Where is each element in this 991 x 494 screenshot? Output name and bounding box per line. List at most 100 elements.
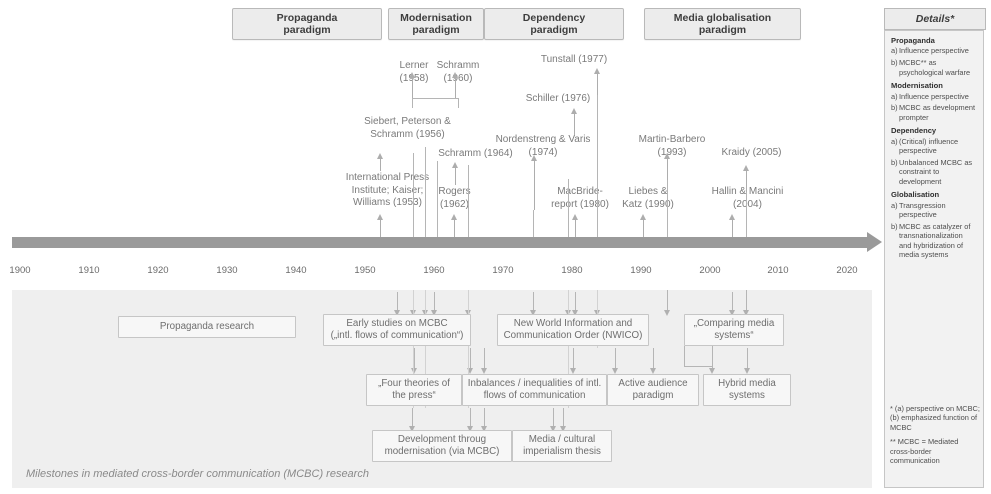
year-label-1920: 1920 (147, 265, 169, 276)
details-panel-header: Details* (884, 8, 986, 30)
elbow-segment-0 (684, 346, 685, 366)
details-section-title-1: Modernisation (891, 81, 943, 91)
node-arrow-16 (612, 348, 618, 374)
up-arrow-2 (572, 214, 578, 237)
node-arrow-10 (729, 292, 735, 316)
node-arrow-0 (394, 292, 400, 316)
details-item-key: b) (891, 58, 898, 68)
details-item-text: MCBC as catalyzer of transnationalizatio… (899, 221, 971, 260)
year-label-1930: 1930 (216, 265, 238, 276)
connector-line-3 (468, 165, 469, 237)
node-arrow-19 (709, 348, 715, 374)
node-label: Inbalances / inequalities of intl.flows … (467, 378, 602, 401)
year-label-2020: 2020 (836, 265, 858, 276)
connector-line-7 (667, 179, 668, 237)
connector-line-2 (437, 161, 438, 237)
connector-line-8 (746, 179, 747, 237)
node-arrow-14 (481, 348, 487, 374)
details-item-text: Influence perspective (899, 46, 969, 56)
milestone-label-10: Liebes &Katz (1990) (622, 186, 674, 210)
up-arrow-1 (451, 214, 457, 237)
details-item-key: a) (891, 46, 898, 56)
timeline-axis (12, 232, 882, 252)
milestone-label-1: Siebert, Peterson &Schramm (1956) (364, 116, 451, 140)
node-arrow-12 (411, 348, 417, 374)
details-section-title-2: Dependency (891, 126, 937, 136)
node-arrow-13 (467, 348, 473, 374)
connector-line-0 (413, 153, 414, 237)
details-item-key: a) (891, 136, 898, 146)
panel-caption: Milestones in mediated cross-border comm… (26, 468, 369, 480)
connector-line-6 (597, 95, 598, 237)
details-item-text: Transgression perspective (899, 200, 946, 219)
node-arrow-11 (743, 290, 749, 316)
node-arrow-1 (431, 292, 437, 316)
year-label-1960: 1960 (423, 265, 445, 276)
details-item-text: MCBC** as psychological warfare (899, 58, 971, 77)
year-label-1900: 1900 (9, 265, 31, 276)
details-item-key: a) (891, 200, 898, 210)
year-label-1950: 1950 (354, 265, 376, 276)
up-arrow-8 (452, 72, 458, 98)
node-arrow-21 (467, 408, 473, 432)
details-section-title-3: Globalisation (891, 190, 940, 200)
concept-node-0: Propaganda research (118, 316, 296, 338)
details-item-1-0: a)Influence perspective (891, 92, 977, 101)
details-item-3-1: b)MCBC as catalyzer of transnationalizat… (891, 222, 977, 260)
details-item-0-0: a)Influence perspective (891, 46, 977, 55)
up-arrow-6 (452, 162, 458, 185)
node-arrow-24 (560, 408, 566, 432)
panel-through-line-1 (425, 290, 426, 408)
milestone-label-4: Rogers(1962) (438, 186, 471, 210)
concept-node-1: Early studies on MCBC(„intl. flows of co… (323, 314, 471, 346)
details-item-text: MCBC as development prompter (899, 103, 975, 122)
node-arrow-5 (530, 292, 536, 316)
connector-line-5 (568, 179, 569, 237)
node-arrow-7 (572, 292, 578, 316)
panel-through-line-2 (468, 290, 469, 408)
up-arrow-12 (664, 153, 670, 180)
year-label-1910: 1910 (78, 265, 100, 276)
details-footnotes: * (a) perspective on MCBC; (b) emphasize… (890, 404, 980, 470)
year-label-1990: 1990 (630, 265, 652, 276)
concept-node-5: Inbalances / inequalities of intl.flows … (462, 374, 607, 406)
up-arrow-9 (531, 155, 537, 210)
year-label-1940: 1940 (285, 265, 307, 276)
up-arrow-10 (571, 108, 577, 135)
up-arrow-3 (640, 214, 646, 237)
details-section-title-0: Propaganda (891, 36, 935, 45)
bracket-segment-0 (412, 98, 459, 99)
milestone-label-3: Schramm(1960) (436, 60, 480, 84)
details-item-key: b) (891, 103, 898, 113)
details-item-2-1: b)Unbalanced MCBC as constraint to devel… (891, 158, 977, 186)
node-arrow-15 (570, 348, 576, 374)
details-item-1-1: b)MCBC as development prompter (891, 103, 977, 122)
year-label-2000: 2000 (699, 265, 721, 276)
up-arrow-4 (729, 214, 735, 237)
up-arrow-13 (743, 165, 749, 192)
connector-line-1 (425, 147, 426, 237)
bracket-segment-1 (412, 98, 413, 108)
details-item-key: b) (891, 157, 898, 167)
elbow-segment-2 (712, 346, 713, 348)
node-arrow-23 (550, 408, 556, 432)
milestone-label-12: Hallin & Mancini(2004) (711, 186, 784, 210)
footnote-0: * (a) perspective on MCBC; (b) emphasize… (890, 404, 980, 432)
year-label-1970: 1970 (492, 265, 514, 276)
milestone-label-13: Kraidy (2005) (721, 147, 782, 158)
milestone-label-7: Schiller (1976) (525, 93, 591, 104)
